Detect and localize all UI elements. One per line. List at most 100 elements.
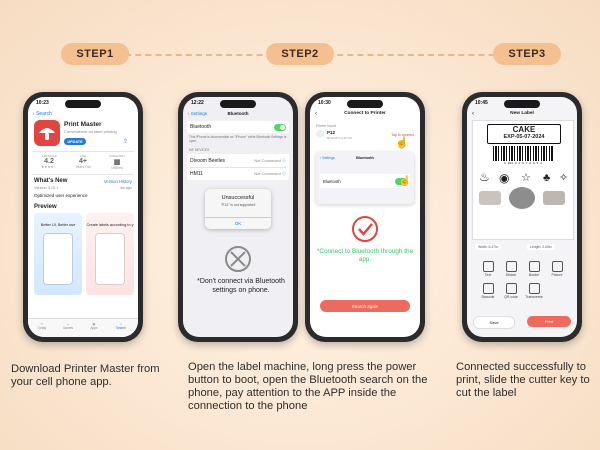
- step1-caption: Download Printer Master from your cell p…: [11, 363, 160, 388]
- tool-transverse[interactable]: Transverse: [525, 283, 543, 299]
- preview-screenshot-2[interactable]: Create labels according to y: [86, 213, 134, 295]
- info-icon[interactable]: ⓘ: [282, 170, 286, 176]
- device-name: HM11: [190, 170, 203, 177]
- device-name: P12: [327, 130, 336, 135]
- step3-caption: Connected successfully to print, slide t…: [456, 361, 590, 399]
- share-icon[interactable]: ⇪: [123, 139, 129, 145]
- whats-new-heading: What's New: [34, 178, 68, 184]
- new-label-title: New Label: [510, 111, 534, 116]
- tab-today[interactable]: ▭Today: [37, 322, 47, 330]
- picture-tool-icon: [551, 261, 563, 272]
- status-time: 10:30: [318, 100, 331, 106]
- device-row[interactable]: Divoom Beetles Not Connected ⓘ: [190, 154, 286, 168]
- tool-sticker[interactable]: Sticker: [502, 261, 520, 277]
- info-icon[interactable]: ⓘ: [282, 157, 286, 163]
- popup-back-label: Settings: [322, 156, 335, 160]
- alert-title: Unsuccessful: [221, 195, 255, 201]
- status-time: 10:23: [36, 100, 49, 106]
- back-arrow-icon[interactable]: ‹: [472, 111, 474, 117]
- preview-caption: Better UI, Better use: [40, 223, 76, 227]
- printer-icon: [316, 130, 324, 138]
- bluetooth-warning: *Don't connect via Bluetooth settings on…: [197, 278, 285, 294]
- phone-bluetooth-settings: 12:22 ‹ Settings Bluetooth Bluetooth Thi…: [178, 92, 298, 342]
- status-time: 10:45: [475, 100, 488, 106]
- clover-icon: ♣: [543, 172, 551, 184]
- stat-value: ▦: [113, 159, 121, 166]
- length-field[interactable]: Length: 2.00in: [527, 244, 555, 250]
- version-history-link[interactable]: Version History: [103, 179, 132, 184]
- step3-badge: STEP3: [493, 43, 561, 65]
- popup-back[interactable]: ‹ Settings: [320, 156, 335, 160]
- tool-label: Border: [528, 273, 540, 277]
- phone-notch: [220, 100, 256, 108]
- check-circle-icon: [351, 215, 379, 245]
- tool-label: QR code: [504, 295, 518, 299]
- back-search-link[interactable]: ‹ Search: [33, 111, 52, 117]
- preview-caption: Create labels according to y: [86, 223, 134, 227]
- tool-label: Picture: [551, 273, 563, 277]
- tool-label: Transverse: [525, 295, 543, 299]
- bluetooth-settings-screen: 12:22 ‹ Settings Bluetooth Bluetooth Thi…: [183, 97, 293, 337]
- cupcake-icon: ♨: [479, 170, 490, 184]
- popup-bluetooth-toggle[interactable]: [395, 177, 407, 185]
- preview-screenshot-1[interactable]: Better UI, Better use: [34, 213, 82, 295]
- popup-title: Bluetooth: [356, 156, 374, 160]
- my-devices-header: MY DEVICES: [189, 148, 210, 152]
- bluetooth-toggle[interactable]: [274, 123, 286, 131]
- back-settings-link[interactable]: ‹ Settings: [188, 111, 208, 116]
- app-store-screen: 10:23 ‹ Search Print Master Convenience …: [28, 97, 138, 337]
- stat-sub: Years Old: [75, 165, 91, 169]
- label-date-text: EXP-05-07-2024: [503, 134, 545, 140]
- phone-connect-printer: 10:30 ‹ Connect to Printer Printer found…: [305, 92, 425, 342]
- tab-label: Apps: [90, 326, 98, 330]
- bluetooth-label: Bluetooth: [190, 124, 212, 130]
- mushroom-logo-icon: [39, 128, 55, 140]
- settings-title: Bluetooth: [227, 111, 249, 116]
- search-again-button[interactable]: Search again: [320, 300, 410, 312]
- stat-sub: ★★★★☆: [41, 165, 57, 169]
- print-button[interactable]: Print: [527, 316, 571, 327]
- device-status: Not Connected: [254, 170, 281, 176]
- step1-badge: STEP1: [61, 43, 129, 65]
- tool-label: Text: [484, 273, 492, 277]
- tap-to-connect-link[interactable]: Tap to connect: [391, 133, 414, 137]
- update-button[interactable]: UPDATE: [64, 138, 86, 145]
- device-name: Divoom Beetles: [190, 157, 226, 164]
- phone-notch: [65, 100, 101, 108]
- sticker-tool-icon: [505, 261, 517, 272]
- tab-label: Search: [115, 326, 127, 330]
- phone-new-label: 10:45 ‹ New Label CAKE EXP-05-07-2024 6 …: [462, 92, 582, 342]
- stat-value: 4.2: [44, 158, 54, 165]
- tool-text[interactable]: Text: [479, 261, 497, 277]
- pointer-hand-icon: ☝: [398, 176, 411, 187]
- back-label: Settings: [190, 111, 208, 116]
- preview-heading: Preview: [34, 204, 57, 210]
- width-field[interactable]: Width: 6.47in: [475, 244, 501, 250]
- device-mac: 6D:E4:87:C1:9C:2D: [327, 136, 352, 140]
- stat-age: AGE 4+ Years Old: [66, 154, 100, 169]
- stat-category: CATEGORY ▦ Utilities: [100, 154, 134, 170]
- stat-ratings: 1 RATINGS 4.2 ★★★★☆: [32, 154, 66, 169]
- bluetooth-toggle-row: Bluetooth: [187, 121, 289, 133]
- tab-search[interactable]: ⌕Search: [115, 322, 127, 330]
- tool-qr-code[interactable]: QR code: [502, 283, 520, 299]
- device-row[interactable]: HM11 Not Connected ⓘ: [190, 167, 286, 180]
- discoverable-note: This iPhone is discoverable as "iPhone" …: [189, 135, 287, 143]
- tool-border[interactable]: Border: [525, 261, 543, 277]
- tab-games[interactable]: ◒Games: [62, 322, 74, 330]
- back-arrow-icon[interactable]: ‹: [315, 111, 317, 117]
- stat-label: CATEGORY: [108, 154, 126, 158]
- tool-picture[interactable]: Picture: [548, 261, 566, 277]
- tool-label: Barcode: [481, 295, 495, 299]
- stat-label: 1 RATINGS: [41, 154, 57, 158]
- tab-apps[interactable]: ▦Apps: [90, 322, 98, 330]
- alert-ok-button[interactable]: OK: [205, 217, 271, 229]
- release-notes: Optimized user experience: [34, 193, 88, 198]
- status-time: 12:22: [191, 100, 204, 106]
- tool-barcode[interactable]: Barcode: [479, 283, 497, 299]
- alert-message: "P12" is not supported: [220, 203, 256, 207]
- bluetooth-popup: ‹ Settings Bluetooth Bluetooth ☝: [316, 152, 414, 204]
- cross-icon: [224, 245, 252, 275]
- label-canvas[interactable]: CAKE EXP-05-07-2024 6 921 0 1 6 7 8 9 5 …: [472, 120, 574, 240]
- save-button[interactable]: Save: [473, 316, 515, 329]
